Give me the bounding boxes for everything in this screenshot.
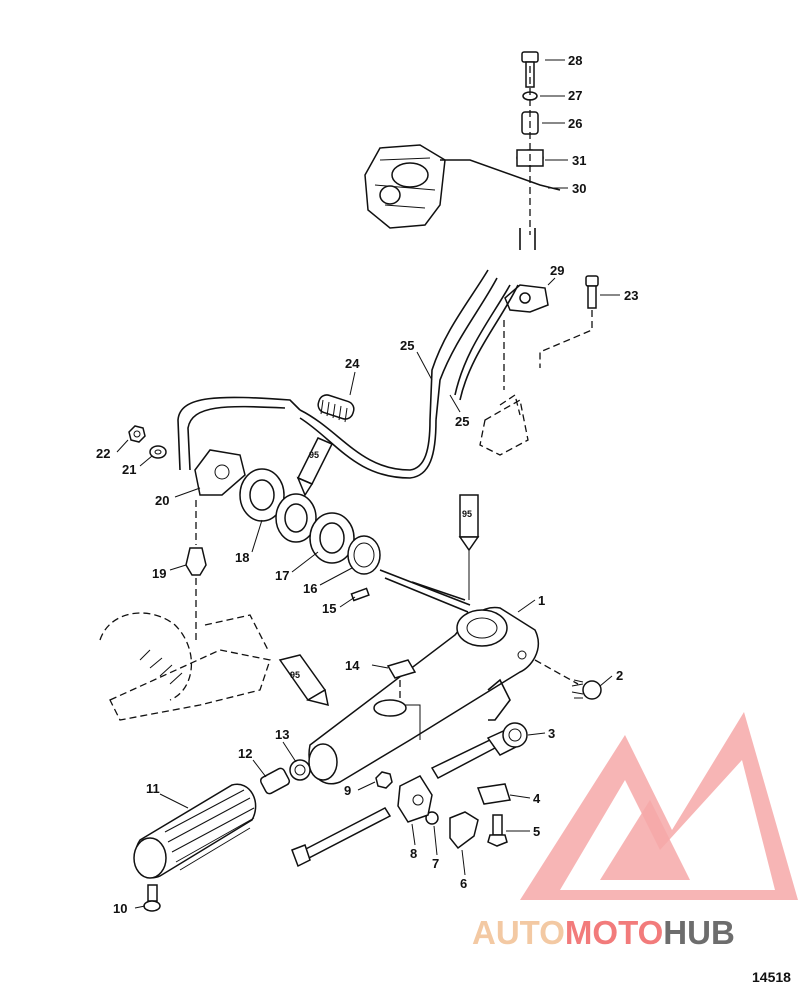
lube-tube-right: 95	[458, 494, 480, 600]
bracket-29	[504, 284, 549, 313]
svg-text:95: 95	[290, 670, 300, 680]
bracket-8	[397, 775, 433, 823]
label-17: 17	[275, 568, 289, 583]
cable-to-handle	[379, 569, 471, 613]
label-28: 28	[568, 53, 582, 68]
label-21: 21	[122, 462, 136, 477]
label-4: 4	[533, 791, 541, 806]
label-29: 29	[550, 263, 564, 278]
bolt-28	[521, 51, 539, 88]
nut-9	[375, 771, 393, 789]
figure-number: 14518	[752, 969, 791, 985]
label-13: 13	[275, 727, 289, 742]
label-20: 20	[155, 493, 169, 508]
tiller-handle-1	[308, 606, 540, 785]
screw-15	[350, 587, 370, 602]
carburetor-assembly	[364, 144, 561, 229]
lube-tube-lower: 95	[278, 654, 329, 707]
label-8: 8	[410, 846, 417, 861]
lube-tube-upper: 95	[296, 437, 334, 497]
label-18: 18	[235, 550, 249, 565]
watermark-text: AUTOMOTOHUB	[472, 914, 735, 951]
engine-bracket-ghost	[479, 393, 529, 456]
plate-20	[194, 449, 246, 496]
knob-6	[449, 811, 479, 850]
label-19: 19	[152, 566, 166, 581]
label-25a: 25	[400, 338, 414, 353]
label-26: 26	[568, 116, 582, 131]
insert-12	[259, 767, 291, 795]
bushing-18	[239, 468, 285, 522]
leader-lines	[116, 59, 620, 909]
bolt-23	[539, 275, 599, 368]
label-11: 11	[146, 781, 160, 796]
svg-text:AUTOMOTOHUB: AUTOMOTOHUB	[472, 914, 735, 951]
cable-run	[177, 396, 437, 479]
label-27: 27	[568, 88, 582, 103]
shift-rod	[291, 807, 392, 868]
label-7: 7	[432, 856, 439, 871]
label-10: 10	[113, 901, 127, 916]
label-23: 23	[624, 288, 638, 303]
label-9: 9	[344, 783, 351, 798]
label-2: 2	[616, 668, 623, 683]
label-16: 16	[303, 581, 317, 596]
cap-2	[534, 659, 602, 700]
label-22: 22	[96, 446, 110, 461]
label-15: 15	[322, 601, 336, 616]
screw-5	[487, 814, 508, 847]
bushing-17-outer	[275, 493, 317, 543]
plate-14	[386, 659, 417, 700]
label-24: 24	[345, 356, 360, 371]
plate-4	[476, 783, 511, 805]
grommet-19	[185, 500, 207, 640]
label-3: 3	[548, 726, 555, 741]
svg-text:95: 95	[309, 450, 319, 460]
washer-7	[425, 811, 439, 825]
label-12: 12	[238, 746, 252, 761]
label-14: 14	[345, 658, 360, 673]
nut-22	[128, 425, 146, 443]
part-labels: 28 27 26 31 30 29 23 24 25 25 22 21 20 1…	[96, 53, 638, 916]
bushing-17	[309, 512, 355, 564]
label-5: 5	[533, 824, 540, 839]
cables-25	[429, 228, 536, 421]
washer-16	[347, 535, 381, 575]
screw-10	[143, 884, 161, 912]
ghost-lower-unit	[99, 612, 271, 721]
label-6: 6	[460, 876, 467, 891]
nut-13	[289, 759, 311, 781]
shaft-3	[430, 678, 528, 779]
sleeve-24	[317, 394, 355, 423]
watermark-logo	[520, 712, 798, 900]
svg-text:95: 95	[462, 509, 472, 519]
washer-21	[149, 445, 167, 459]
label-1: 1	[538, 593, 545, 608]
label-25b: 25	[455, 414, 469, 429]
grip-11	[133, 783, 257, 879]
label-30: 30	[572, 181, 586, 196]
label-31: 31	[572, 153, 586, 168]
